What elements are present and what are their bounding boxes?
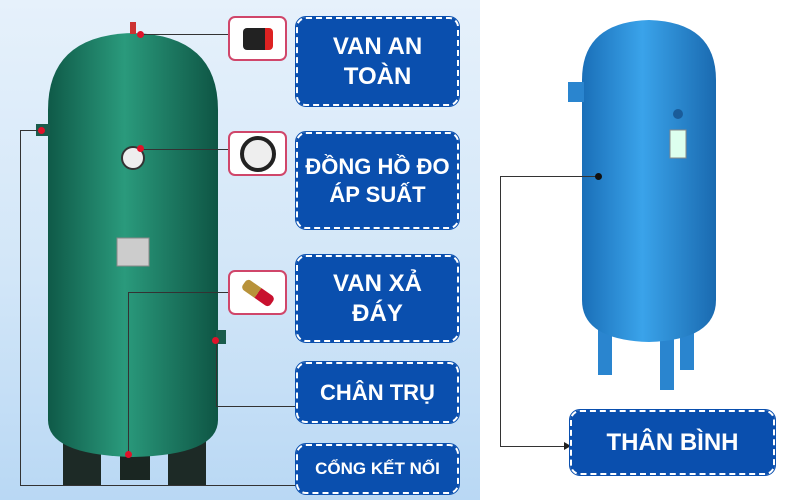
marker-dot xyxy=(137,145,144,152)
connector-line xyxy=(140,34,228,35)
ball-valve-icon xyxy=(240,277,275,308)
connector-line xyxy=(20,130,42,131)
connector-line xyxy=(500,446,570,447)
green-tank-illustration xyxy=(36,22,226,485)
connector-line xyxy=(20,130,21,485)
label-tank-body: THÂN BÌNH xyxy=(569,409,776,476)
label-pressure-gauge: ĐỒNG HỒ ĐO ÁP SUẤT xyxy=(295,131,460,230)
marker-dot xyxy=(137,31,144,38)
blue-tank-illustration xyxy=(568,20,716,390)
marker-dot xyxy=(595,173,602,180)
drain-valve-thumbnail xyxy=(228,270,287,315)
arrow-head-icon xyxy=(564,442,571,450)
connector-line xyxy=(128,292,228,293)
label-safety-valve: VAN AN TOÀN xyxy=(295,16,460,107)
pressure-gauge-thumbnail xyxy=(228,131,287,176)
connector-line xyxy=(140,149,228,150)
connector-line xyxy=(216,406,296,407)
safety-valve-icon xyxy=(242,27,273,50)
label-support-legs: CHÂN TRỤ xyxy=(295,361,460,424)
marker-dot xyxy=(38,127,45,134)
label-connection-port: CỔNG KẾT NỐI xyxy=(295,443,460,495)
gauge-icon xyxy=(239,135,276,172)
label-drain-valve: VAN XẢ ĐÁY xyxy=(295,254,460,343)
safety-valve-thumbnail xyxy=(228,16,287,61)
connector-line xyxy=(500,176,501,446)
connector-line xyxy=(20,485,296,486)
marker-dot xyxy=(125,451,132,458)
connector-line xyxy=(500,176,600,177)
connector-line xyxy=(128,292,129,455)
connector-line xyxy=(216,340,217,406)
marker-dot xyxy=(212,337,219,344)
